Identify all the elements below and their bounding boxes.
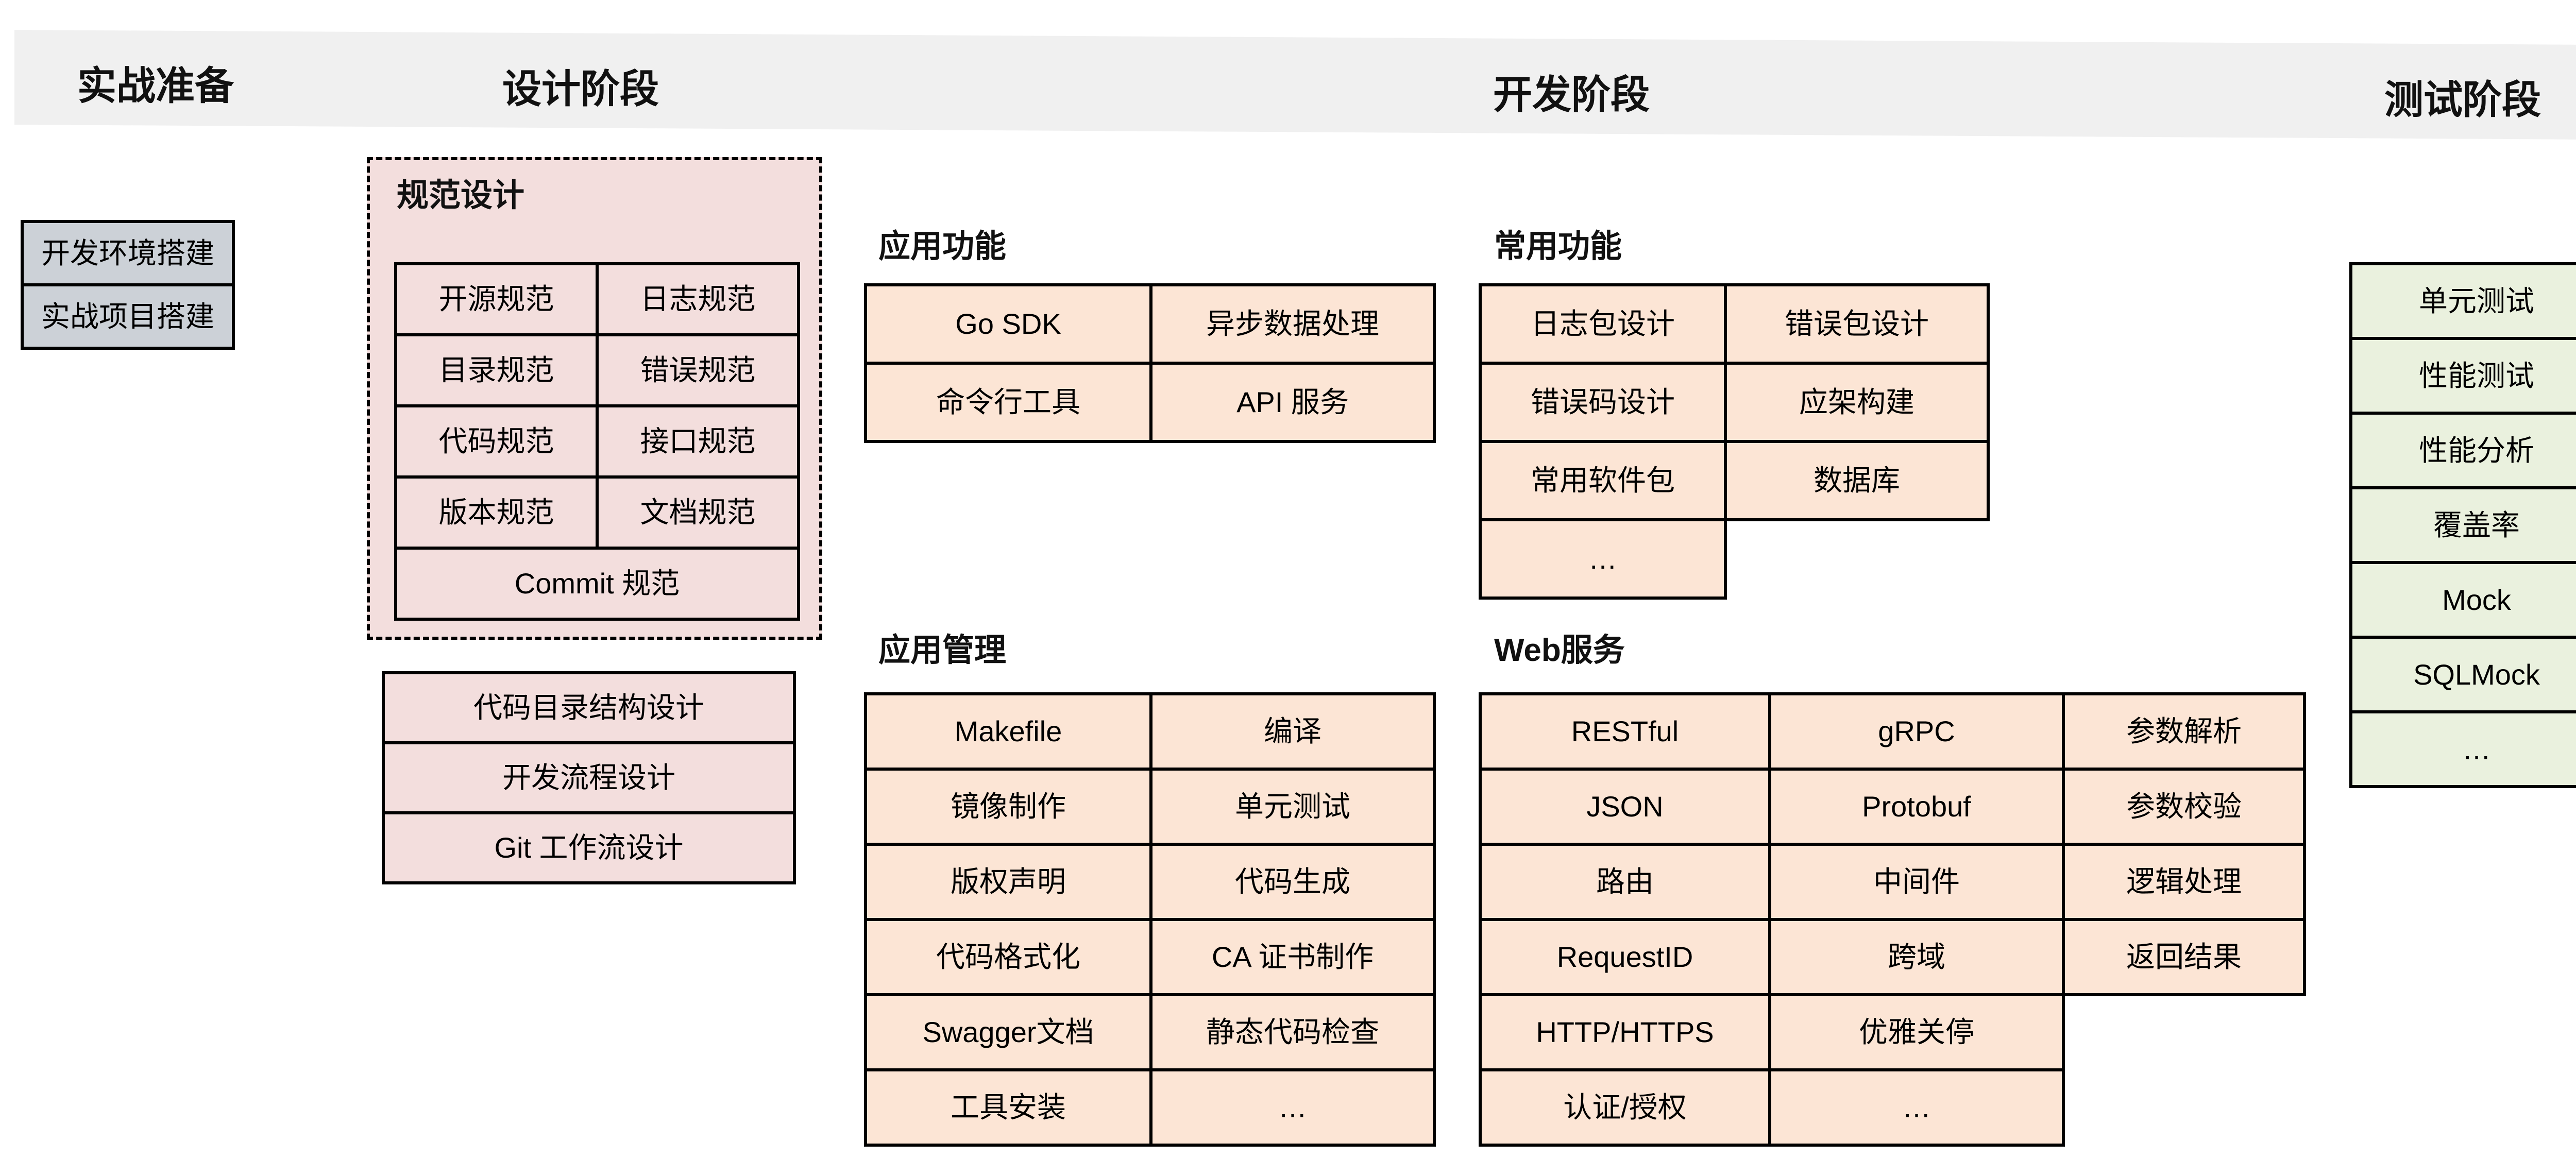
web-service-cell: 跨域: [1768, 918, 2065, 996]
test-item: 单元测试: [2349, 262, 2576, 340]
stage-label-prep: 实战准备: [77, 64, 234, 108]
web-service-cell: 参数校验: [2062, 768, 2306, 846]
web-service-cell: 逻辑处理: [2062, 843, 2306, 921]
app-management-cell: 代码格式化: [864, 918, 1153, 996]
section-title-app-management: 应用管理: [878, 633, 1007, 668]
spec-cell: 接口规范: [596, 404, 800, 479]
test-item: 性能测试: [2349, 337, 2576, 415]
app-management-cell: 工具安装: [864, 1068, 1153, 1147]
app-management-cell: 单元测试: [1149, 768, 1436, 846]
section-title-app-features: 应用功能: [878, 229, 1007, 264]
spec-cell: 开源规范: [394, 262, 599, 336]
app-feature-cell: 命令行工具: [864, 362, 1153, 443]
test-item: 覆盖率: [2349, 486, 2576, 564]
web-service-cell: 优雅关停: [1768, 993, 2065, 1071]
spec-cell-commit: Commit 规范: [394, 547, 800, 621]
section-title-common-features: 常用功能: [1494, 229, 1622, 264]
app-management-cell: 静态代码检查: [1149, 993, 1436, 1071]
app-management-cell: 编译: [1149, 692, 1436, 771]
app-feature-cell: Go SDK: [864, 283, 1153, 365]
test-item: 性能分析: [2349, 412, 2576, 489]
app-management-cell: 代码生成: [1149, 843, 1436, 921]
app-management-cell: 版权声明: [864, 843, 1153, 921]
design-flow-item: 开发流程设计: [382, 741, 796, 814]
spec-cell: 目录规范: [394, 333, 599, 407]
web-service-cell: 认证/授权: [1479, 1068, 1771, 1147]
app-management-cell: Makefile: [864, 692, 1153, 771]
spec-design-title: 规范设计: [397, 178, 525, 213]
common-feature-cell: 日志包设计: [1479, 283, 1727, 365]
web-service-cell: Protobuf: [1768, 768, 2065, 846]
design-flow-item: 代码目录结构设计: [382, 671, 796, 744]
app-management-cell: CA 证书制作: [1149, 918, 1436, 996]
app-management-cell: 镜像制作: [864, 768, 1153, 846]
spec-cell: 错误规范: [596, 333, 800, 407]
app-feature-cell: 异步数据处理: [1149, 283, 1436, 365]
design-flow-item: Git 工作流设计: [382, 811, 796, 884]
common-feature-cell: 常用软件包: [1479, 440, 1727, 521]
stage-label-design: 设计阶段: [502, 67, 659, 111]
app-management-cell-more: …: [1149, 1068, 1436, 1147]
test-item: Mock: [2349, 561, 2576, 639]
section-title-web-service: Web服务: [1494, 633, 1625, 668]
web-service-cell: RESTful: [1479, 692, 1771, 771]
web-service-cell: HTTP/HTTPS: [1479, 993, 1771, 1071]
common-feature-cell: 数据库: [1724, 440, 1990, 521]
common-feature-cell: 应架构建: [1724, 362, 1990, 443]
prep-item: 实战项目搭建: [21, 283, 235, 350]
app-management-cell: Swagger文档: [864, 993, 1153, 1071]
common-feature-cell-more: …: [1479, 518, 1727, 600]
spec-cell: 文档规范: [596, 475, 800, 550]
app-feature-cell: API 服务: [1149, 362, 1436, 443]
web-service-cell: 参数解析: [2062, 692, 2306, 771]
spec-cell: 代码规范: [394, 404, 599, 479]
spec-cell: 日志规范: [596, 262, 800, 336]
web-service-cell: 中间件: [1768, 843, 2065, 921]
prep-item: 开发环境搭建: [21, 220, 235, 286]
web-service-cell: RequestID: [1479, 918, 1771, 996]
spec-cell: 版本规范: [394, 475, 599, 550]
web-service-cell-more: …: [1768, 1068, 2065, 1147]
stage-label-test: 测试阶段: [2384, 78, 2541, 122]
web-service-cell: 返回结果: [2062, 918, 2306, 996]
web-service-cell: JSON: [1479, 768, 1771, 846]
stage-label-dev: 开发阶段: [1493, 73, 1650, 117]
common-feature-cell: 错误包设计: [1724, 283, 1990, 365]
web-service-cell: 路由: [1479, 843, 1771, 921]
web-service-cell: gRPC: [1768, 692, 2065, 771]
test-item: SQLMock: [2349, 636, 2576, 713]
common-feature-cell: 错误码设计: [1479, 362, 1727, 443]
test-item-more: …: [2349, 710, 2576, 788]
